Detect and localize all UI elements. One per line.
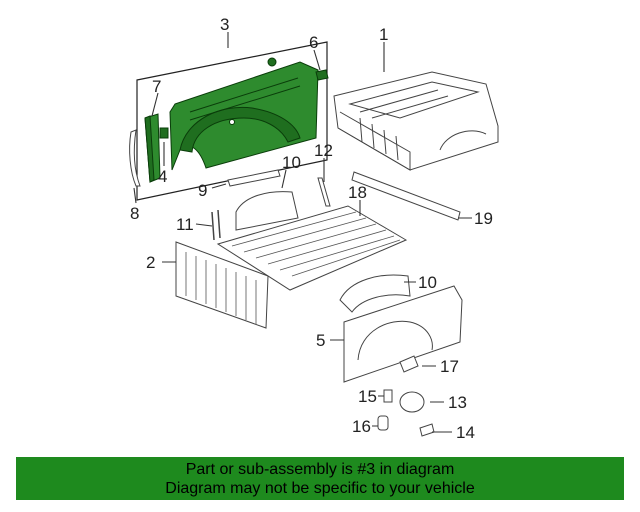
callout-11: 11 <box>176 215 194 234</box>
part-1-bed-side <box>337 111 487 171</box>
part-11-strips <box>211 209 221 241</box>
callout-6: 6 <box>309 33 318 52</box>
part-3-group-frame <box>136 41 328 201</box>
part-19-rail <box>351 171 461 221</box>
part-8-strip <box>129 129 141 187</box>
callout-5: 5 <box>316 331 325 350</box>
banner-line-2: Diagram may not be specific to your vehi… <box>165 480 475 497</box>
part-6-knob <box>267 57 277 67</box>
callout-16: 16 <box>352 417 371 436</box>
part-4-bracket[interactable] <box>159 127 169 139</box>
banner-line-1: Part or sub-assembly is #3 in diagram <box>185 461 455 478</box>
callout-10-upper: 10 <box>282 153 301 172</box>
part-12-strip <box>317 177 331 207</box>
callout-9: 9 <box>198 181 207 200</box>
exploded-parts-diagram: 3 1 6 7 4 8 9 10 12 18 19 11 2 10 5 17 1… <box>129 15 499 442</box>
callout-15: 15 <box>358 387 377 406</box>
part-10-wheelhouse-upper <box>235 191 299 231</box>
callout-7: 7 <box>152 77 161 96</box>
callout-3: 3 <box>220 15 229 34</box>
part-15-fastener <box>383 389 393 403</box>
callout-17: 17 <box>440 357 459 376</box>
part-1-tailgate-ribs <box>359 117 399 161</box>
part-13-cap <box>399 391 425 413</box>
callout-18: 18 <box>348 183 367 202</box>
part-5-wheel-opening <box>357 320 433 361</box>
part-7-pillar-edge <box>144 115 155 183</box>
part-18-floor-ribs <box>231 211 401 277</box>
callout-8: 8 <box>130 204 139 223</box>
part-1-bed-floor <box>348 81 480 119</box>
callout-12: 12 <box>314 141 333 160</box>
part-18-floor <box>216 205 408 291</box>
callout-14: 14 <box>456 423 475 442</box>
part-16-cylinder <box>377 415 389 431</box>
callout-19: 19 <box>474 209 493 228</box>
part-2-tailgate <box>175 241 269 329</box>
callout-2: 2 <box>146 253 155 272</box>
part-2-tailgate-ribs <box>185 252 257 324</box>
part-9-strip <box>227 169 281 187</box>
callout-10-lower: 10 <box>418 273 437 292</box>
leader-lines <box>133 32 472 433</box>
part-6-bolt[interactable] <box>315 69 329 81</box>
part-17-fitting <box>399 355 419 373</box>
callout-4: 4 <box>158 167 167 186</box>
callout-1: 1 <box>379 25 388 44</box>
info-banner: Part or sub-assembly is #3 in diagram Di… <box>16 457 624 500</box>
callout-13: 13 <box>448 393 467 412</box>
part-3-panel-rib <box>189 77 301 121</box>
part-14-screw <box>419 423 435 437</box>
part-10-wheelhouse-lower <box>339 274 411 313</box>
part-3-panel-hole <box>229 119 235 125</box>
